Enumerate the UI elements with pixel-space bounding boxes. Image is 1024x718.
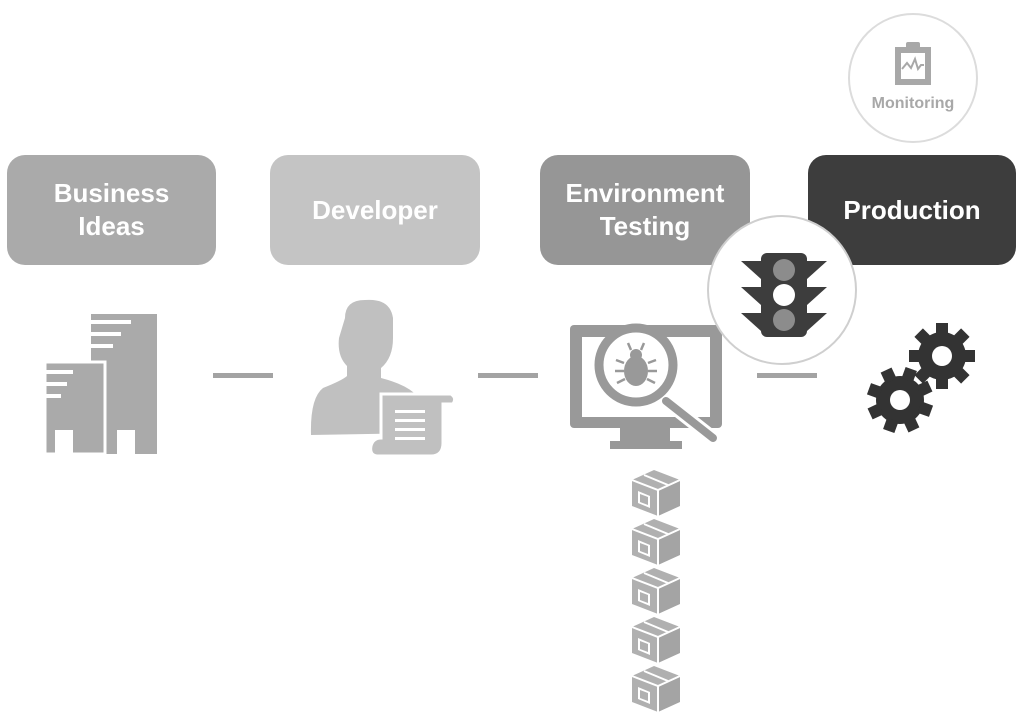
- stage-label: Ideas: [78, 211, 145, 241]
- stage-label: Environment: [565, 178, 725, 208]
- monitoring-badge: Monitoring: [848, 13, 978, 143]
- package-box-icon: [631, 518, 681, 566]
- traffic-light-badge: [707, 215, 857, 365]
- monitor-bug-search-icon: [570, 323, 722, 449]
- traffic-light-icon: [741, 253, 827, 337]
- developer-scroll-icon: [310, 299, 457, 458]
- stage-label: Business: [53, 178, 170, 208]
- connector-line: [757, 373, 817, 378]
- gears-icon: [866, 323, 975, 434]
- stage-label: Developer: [312, 194, 438, 225]
- stage-environment-testing: Environment Testing: [540, 155, 750, 265]
- stage-label: Production: [843, 194, 981, 225]
- connector-line: [213, 373, 273, 378]
- package-box-icon: [631, 469, 681, 517]
- stage-developer: Developer: [270, 155, 480, 265]
- clipboard-chart-icon: [895, 42, 931, 85]
- stage-label: Testing: [599, 211, 691, 241]
- buildings-icon: [43, 314, 157, 456]
- stage-business-ideas: Business Ideas: [7, 155, 216, 265]
- package-box-icon: [631, 665, 681, 713]
- package-box-icon: [631, 567, 681, 615]
- monitoring-label: Monitoring: [871, 95, 955, 112]
- package-box-icon: [631, 616, 681, 664]
- package-box-stack: [631, 469, 681, 713]
- connector-line: [478, 373, 538, 378]
